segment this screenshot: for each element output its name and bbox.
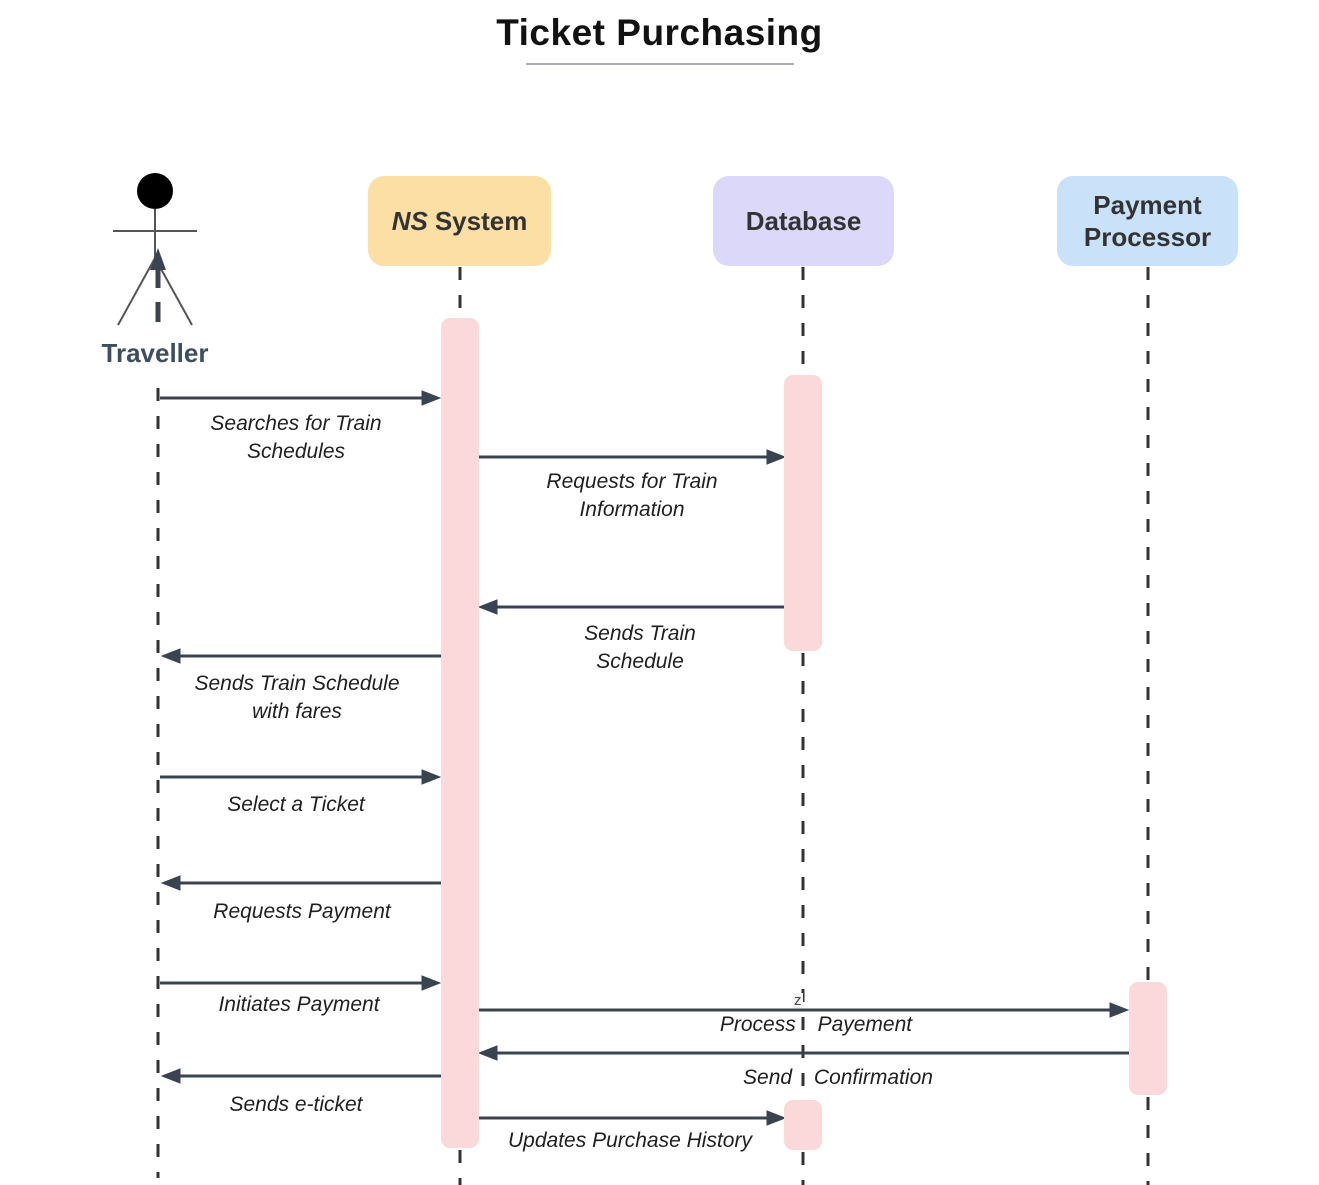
message-label-1: Searches for Train Schedules [210,412,382,464]
participant-database: Database [713,176,894,266]
message-label-5: Select a Ticket [227,793,365,816]
actor-label: Traveller [101,338,209,368]
activation-bar-payment-processor [1129,982,1167,1095]
message-label-3: Sends Train Schedule [584,622,696,674]
actor-leg-left [117,257,156,326]
message-label-8: Process Payement [719,1013,913,1036]
activation-bar-ns-system [441,318,479,1148]
message-label-4: Sends Train Schedule with fares [194,672,400,724]
message-label-11: Updates Purchase History [508,1129,752,1152]
participant-database-label: Database [745,205,862,236]
activation-bar-database-1 [784,375,822,651]
page-title: Ticket Purchasing [496,12,823,53]
message-label-9: Send Confirmation [743,1066,933,1089]
actor-head [137,173,173,209]
lifeline-start-arrow-icon [150,248,166,270]
activation-bar-database-2 [784,1100,822,1150]
participant-payment-processor-label: Payment Processor [1083,189,1212,253]
message-label-7: Initiates Payment [218,993,380,1016]
title-block: Ticket Purchasing [0,12,1319,65]
message-label-10: Sends e-ticket [229,1093,363,1116]
message-label-2: Requests for Train Information [546,470,718,522]
title-underline [525,63,794,65]
participant-payment-processor: Payment Processor [1057,176,1238,266]
stray-z-char: z [793,992,803,1009]
message-label-6: Requests Payment [213,900,391,923]
actor-figure [113,173,197,332]
